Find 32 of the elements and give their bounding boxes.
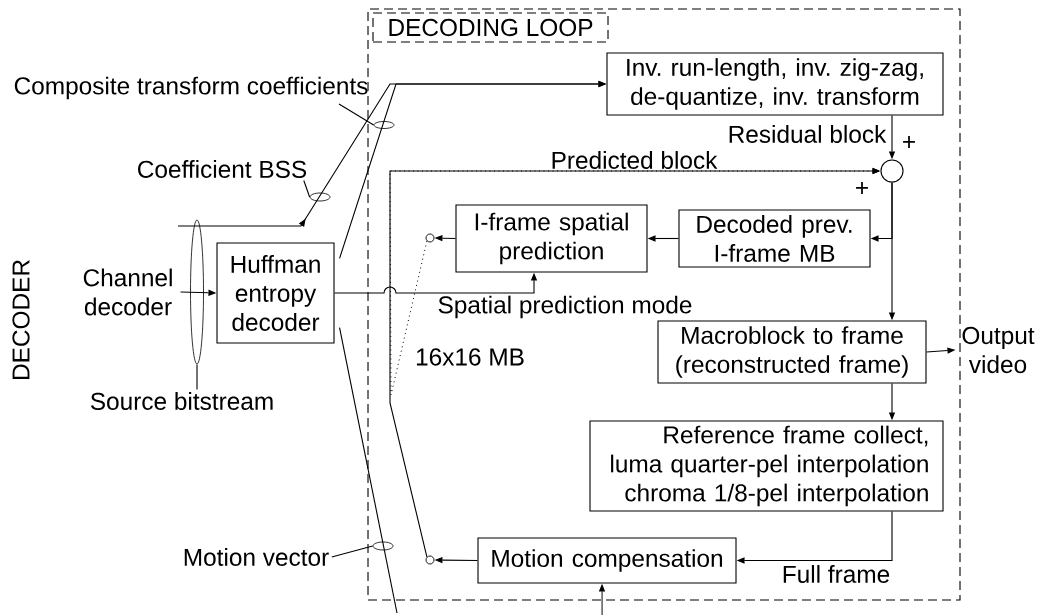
text-label: Composite transform coefficients: [14, 76, 368, 100]
edge-label: Residual block: [729, 125, 887, 143]
summing-circle: [880, 159, 904, 183]
process-box: Huffman entropy decoder: [216, 242, 335, 344]
edge-label: Full frame: [783, 565, 890, 583]
connector-line: [339, 327, 398, 614]
text-label: Source bitstream: [90, 392, 273, 410]
plus-sign: +: [856, 181, 868, 194]
process-box: Macroblock to frame (reconstructed frame): [657, 320, 927, 384]
process-box: Reference frame collect, luma quarter-pel interpolation chroma 1/8-pel interpolation: [589, 420, 944, 512]
side-title: DECODER: [12, 260, 30, 379]
bundle-ellipse: [190, 219, 204, 365]
dotted-line: [389, 168, 880, 396]
edge-label: Predicted block: [552, 151, 718, 169]
leader-line: [331, 545, 374, 558]
process-box: Inv. run-length, inv. zig-zag, de-quantize, inv. transform: [606, 52, 944, 116]
text-label: Channel decoder: [83, 268, 172, 316]
process-box: I-frame spatial prediction: [455, 204, 648, 273]
leader-line: [196, 363, 198, 391]
text-label: Motion vector: [184, 548, 329, 566]
switch-contact: [425, 555, 435, 565]
text-label: Coefficient BSS: [138, 160, 307, 178]
frame-heading: DECODING LOOP: [372, 12, 609, 43]
leader-line: [338, 103, 375, 126]
text-label: 16x16 MB: [416, 348, 524, 366]
process-box: Decoded prev. I-frame MB: [678, 209, 871, 268]
process-box: Motion compensation: [477, 537, 737, 584]
leader-line: [303, 179, 311, 198]
switch-contact: [425, 233, 435, 243]
text-label: Output video: [962, 326, 1035, 374]
edge-label: Spatial prediction mode: [438, 295, 692, 319]
plus-sign: +: [903, 135, 915, 148]
